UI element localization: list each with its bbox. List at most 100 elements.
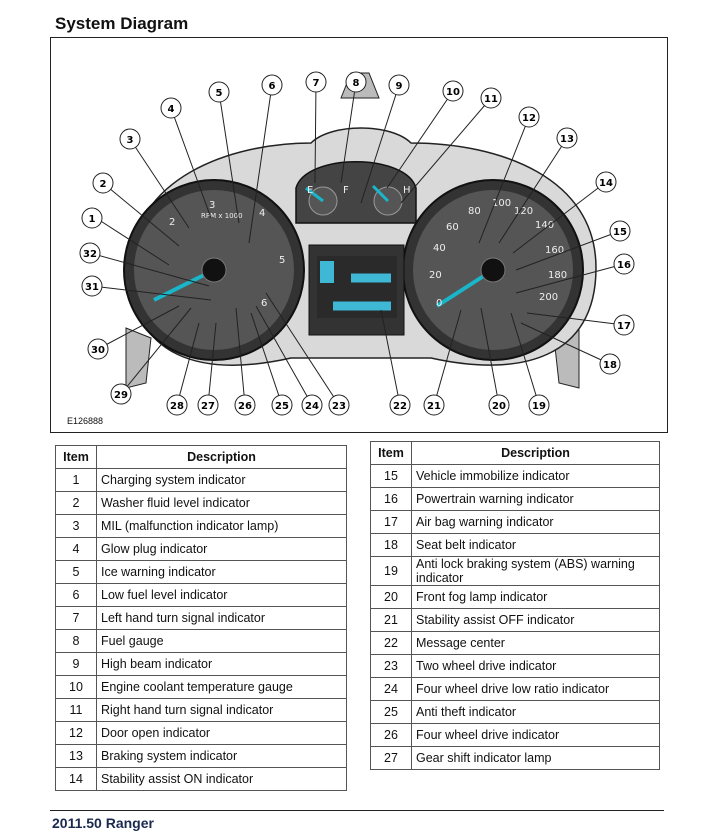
fuel-needle [305,186,324,203]
item-number: 24 [370,677,412,701]
temp-needle [371,184,390,203]
item-number: 25 [370,700,412,724]
svg-text:11: 11 [484,94,498,105]
item-description: Door open indicator [96,721,347,745]
item-number: 2 [55,491,97,515]
item-description: Ice warning indicator [96,560,347,584]
column-header-description: Description [96,445,347,469]
svg-text:9: 9 [396,81,403,92]
item-description: Four wheel drive indicator [411,723,660,747]
svg-text:13: 13 [560,134,574,145]
svg-text:21: 21 [427,401,441,412]
item-description: Low fuel level indicator [96,583,347,607]
svg-text:22: 22 [393,401,407,412]
table-header-row: Item Description [370,441,660,465]
svg-text:14: 14 [599,178,613,189]
item-number: 27 [370,746,412,770]
figure-id: E126888 [67,416,104,426]
svg-text:27: 27 [201,401,215,412]
column-header-item: Item [55,445,97,469]
item-number: 11 [55,698,97,722]
item-number: 10 [55,675,97,699]
callout-22: 22 [389,394,411,416]
item-number: 17 [370,510,412,534]
svg-text:17: 17 [617,321,631,332]
item-number: 19 [370,556,412,586]
callout-1: 1 [81,207,103,229]
item-description: Vehicle immobilize indicator [411,464,660,488]
item-number: 7 [55,606,97,630]
rpm-tick-3: 3 [209,200,215,211]
svg-text:8: 8 [353,78,360,89]
item-description: Anti theft indicator [411,700,660,724]
callout-5: 5 [208,81,230,103]
speed-tick-80: 80 [468,206,481,217]
item-number: 4 [55,537,97,561]
fuel-e-label: E [307,185,313,196]
item-description: Air bag warning indicator [411,510,660,534]
item-description: Four wheel drive low ratio indicator [411,677,660,701]
footer-model: 2011.50 Ranger [52,815,154,831]
callout-11: 11 [480,87,502,109]
callout-24: 24 [301,394,323,416]
item-number: 13 [55,744,97,768]
callout-17: 17 [613,314,635,336]
item-number: 20 [370,585,412,609]
item-description: Braking system indicator [96,744,347,768]
item-description: Front fog lamp indicator [411,585,660,609]
speed-tick-20: 20 [429,270,442,281]
item-description: Washer fluid level indicator [96,491,347,515]
svg-text:6: 6 [269,81,276,92]
callout-21: 21 [423,394,445,416]
speed-tick-180: 180 [548,270,567,281]
callout-26: 26 [234,394,256,416]
speed-tick-140: 140 [535,220,554,231]
item-number: 14 [55,767,97,791]
svg-text:4: 4 [168,104,175,115]
item-number: 23 [370,654,412,678]
callout-10: 10 [442,80,464,102]
item-number: 9 [55,652,97,676]
speed-tick-100: 100 [492,198,511,209]
rpm-tick-6: 6 [261,298,267,309]
item-description: Two wheel drive indicator [411,654,660,678]
gauge-tick-labels: 2 3 4 5 6 RPM x 1000 0 20 40 60 80 100 1… [169,185,567,309]
callout-9: 9 [388,74,410,96]
svg-text:26: 26 [238,401,252,412]
item-number: 6 [55,583,97,607]
callout-28: 28 [166,394,188,416]
item-description: Anti lock braking system (ABS) warning i… [411,556,660,586]
item-description: Glow plug indicator [96,537,347,561]
svg-text:3: 3 [127,135,134,146]
svg-text:10: 10 [446,87,460,98]
item-description: MIL (malfunction indicator lamp) [96,514,347,538]
svg-text:25: 25 [275,401,289,412]
item-number: 22 [370,631,412,655]
callout-25: 25 [271,394,293,416]
svg-text:24: 24 [305,401,319,412]
svg-text:31: 31 [85,282,99,293]
footer-divider [50,810,664,811]
item-description: Charging system indicator [96,468,347,492]
callout-4: 4 [160,97,182,119]
callout-8: 8 [345,71,367,93]
item-number: 5 [55,560,97,584]
